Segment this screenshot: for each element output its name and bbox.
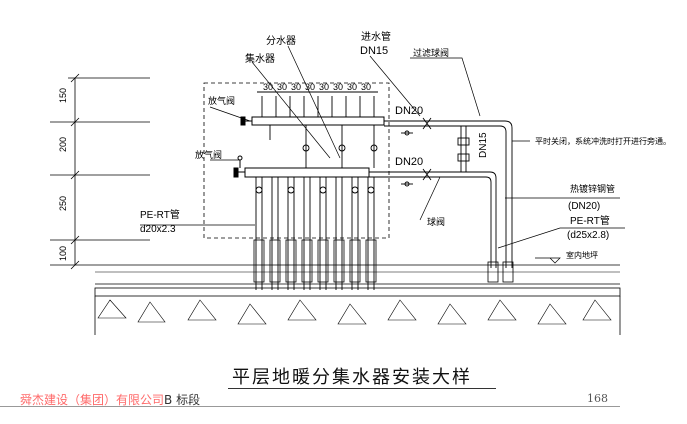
label-dn20-bottom: DN20: [395, 156, 423, 168]
dim-200: 200: [58, 137, 68, 152]
label-ball-valve: 球阀: [427, 216, 445, 228]
label-pe-rt-right: PE-RT管: [570, 214, 610, 227]
label-distributor: 分水器: [266, 35, 296, 47]
label-filter-valve: 过滤球阀: [413, 47, 449, 59]
spacing-3: 30: [291, 82, 301, 92]
label-supply-size: DN15: [360, 45, 388, 57]
spacing-5: 30: [319, 82, 329, 92]
label-dn15-vertical: DN15: [478, 132, 489, 158]
pipe-stubs: [253, 239, 514, 283]
label-air-vent-bottom: 放气阀: [195, 149, 222, 161]
spacing-8: 30: [361, 82, 371, 92]
spacing-2: 30: [277, 82, 287, 92]
label-floor-level: 室内地坪: [566, 250, 598, 260]
title-underline: [228, 388, 496, 389]
label-bypass-note: 平时关闭，系统冲洗时打开进行旁通。: [535, 136, 671, 146]
dim-100: 100: [58, 246, 68, 261]
label-galv-pipe: 热镀锌钢管: [570, 183, 615, 195]
top-header-drops: [269, 125, 378, 168]
company-name: 舜杰建设（集团）有限公司: [20, 393, 165, 407]
label-galv-size: (DN20): [568, 201, 600, 212]
cabinet-outline: [203, 82, 390, 239]
loop-pipes: [255, 177, 375, 290]
top-header: [240, 116, 440, 127]
footer-credit: 舜杰建设（集团）有限公司B 标段: [20, 391, 200, 408]
label-pe-rt-right-size: (d25x2.8): [567, 230, 609, 241]
label-pe-rt-left-size: d20x2.3: [140, 224, 176, 235]
bottom-header: [233, 155, 440, 178]
dim-150: 150: [58, 88, 68, 103]
label-supply-pipe: 进水管: [361, 30, 391, 43]
section-name: B 标段: [164, 393, 201, 407]
leader-lines: [140, 45, 625, 264]
dimension-chain: [50, 73, 150, 270]
spacing-6: 30: [333, 82, 343, 92]
spacing-7: 30: [347, 82, 357, 92]
footer-rule: [0, 406, 620, 407]
drawing-title: 平层地暖分集水器安装大样: [232, 367, 472, 388]
label-air-vent-top: 放气阀: [208, 95, 235, 107]
label-dn20-top: DN20: [395, 105, 423, 117]
supply-lines: [401, 117, 513, 268]
label-collector: 集水器: [245, 52, 275, 65]
top-spigots: [257, 91, 378, 117]
page-number: 168: [587, 392, 608, 405]
label-pe-rt-left: PE-RT管: [140, 208, 180, 221]
spacing-4: 30: [305, 82, 315, 92]
dim-250: 250: [58, 196, 68, 211]
floor-slab: [94, 264, 621, 335]
spacing-1: 30: [263, 82, 273, 92]
